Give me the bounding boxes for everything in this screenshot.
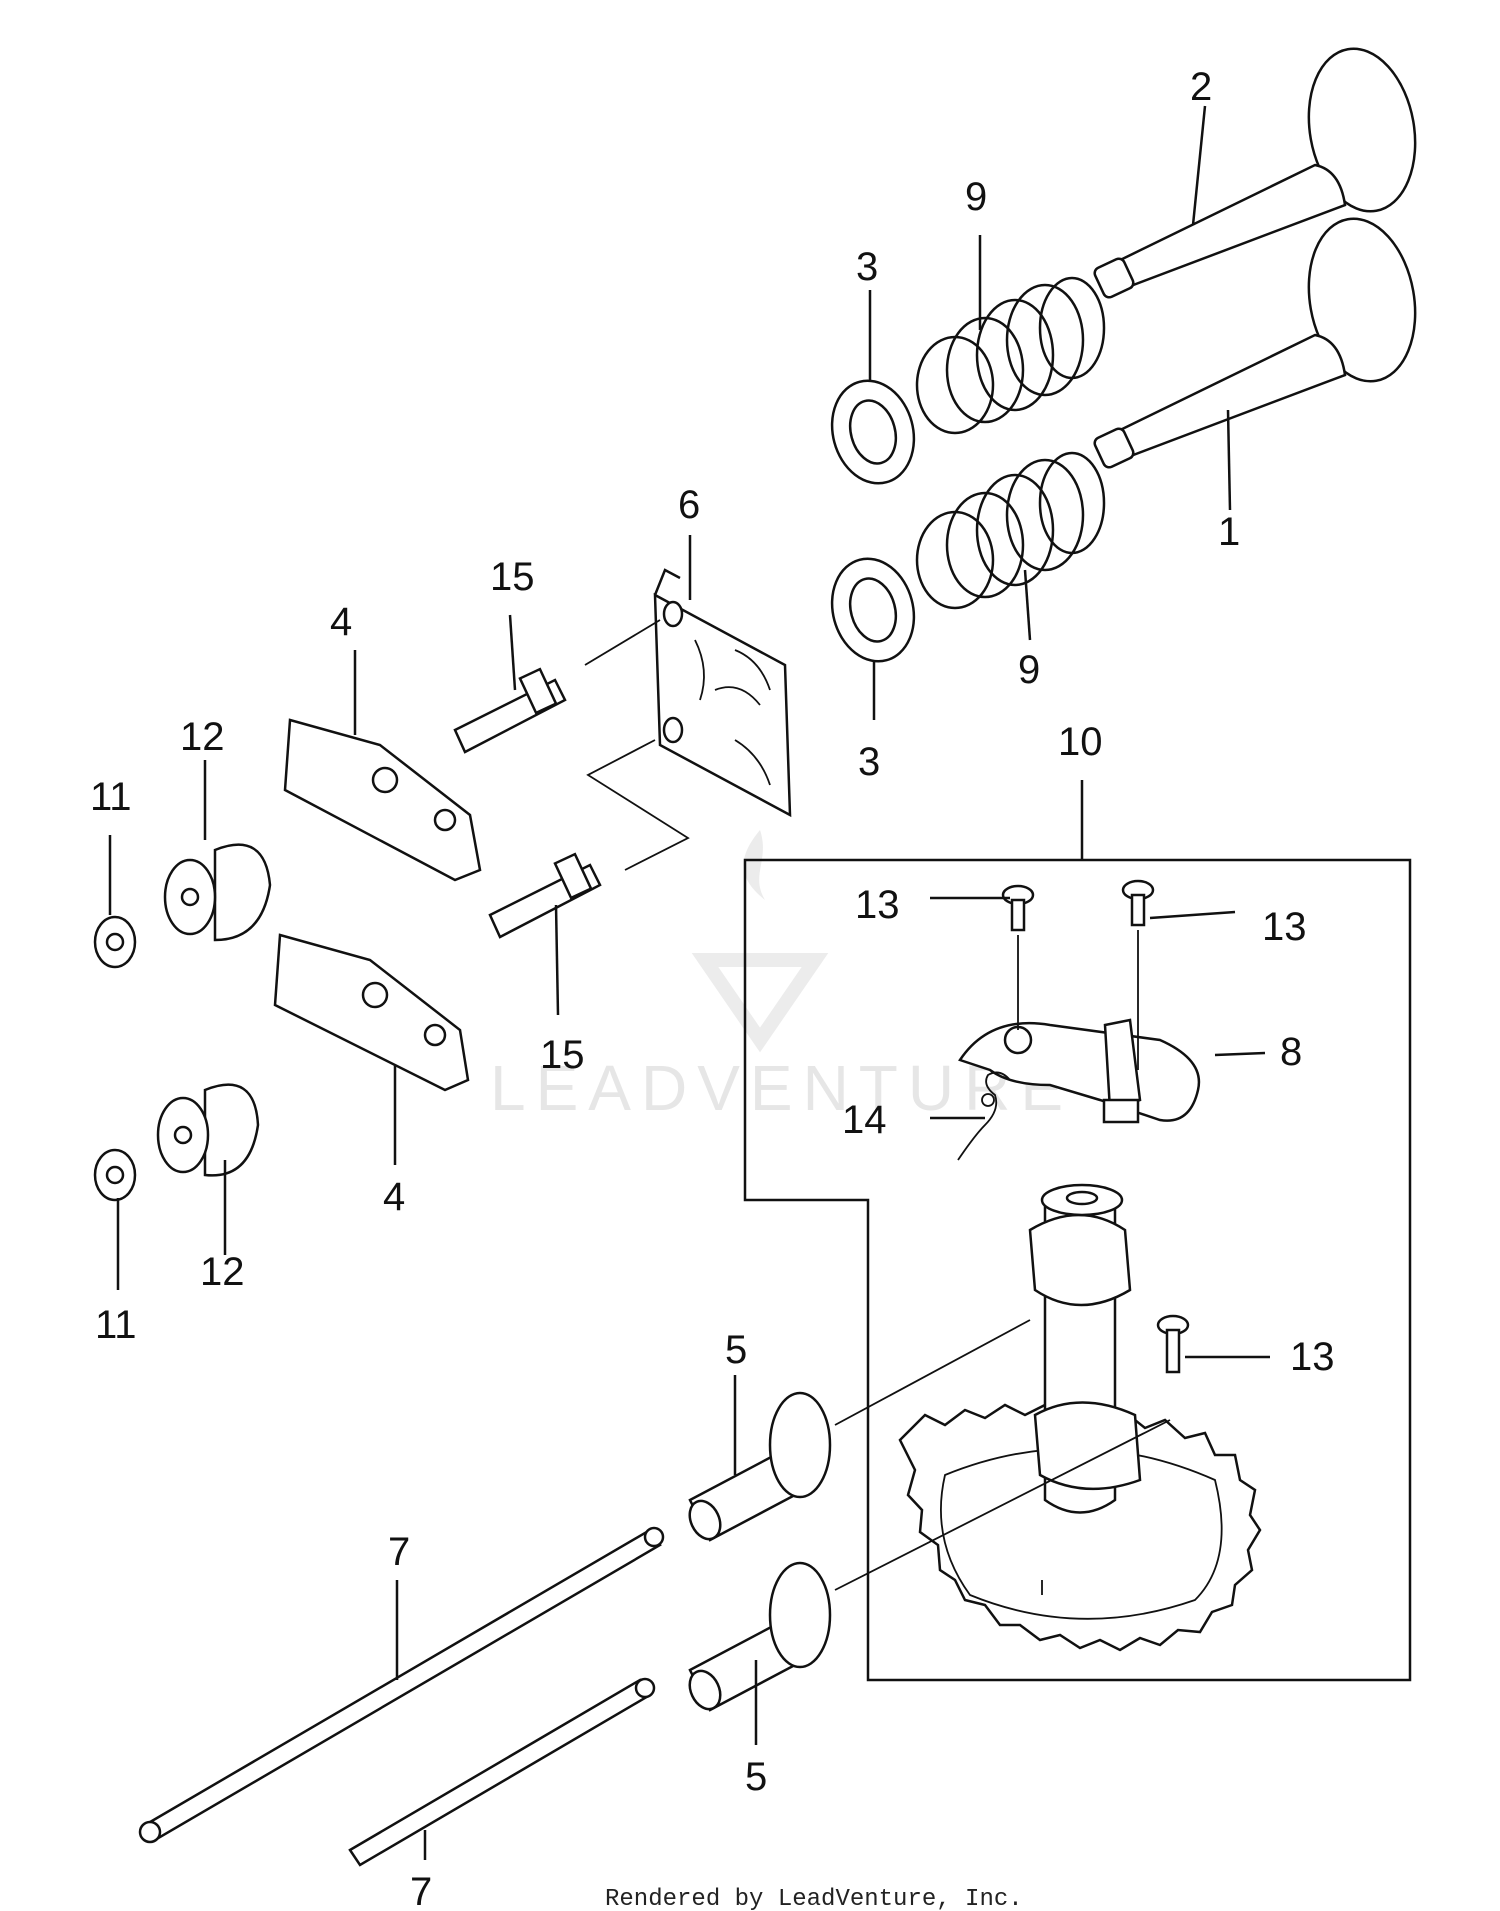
spring-9-lower (915, 451, 1106, 641)
label-15-upper: 15 (490, 555, 535, 599)
label-5-lower: 5 (745, 1755, 767, 1799)
label-12-upper: 12 (180, 715, 225, 759)
retainer-3-lower (830, 557, 916, 720)
label-3-upper: 3 (856, 245, 878, 289)
guide-plate-6 (653, 535, 792, 818)
leadventure-watermark: LEADVENTURE (490, 830, 1073, 1124)
label-7-lower: 7 (410, 1870, 432, 1911)
tappet-5-lower (688, 1419, 1171, 1745)
label-15-lower: 15 (540, 1033, 585, 1077)
label-1: 1 (1218, 510, 1240, 554)
label-13-right: 13 (1262, 905, 1307, 949)
label-13-lower: 13 (1290, 1335, 1335, 1379)
push-rod-7-upper (138, 1526, 665, 1844)
label-5-upper: 5 (725, 1328, 747, 1372)
label-9-lower: 9 (1018, 648, 1040, 692)
adjuster-12-upper (163, 760, 272, 942)
push-rod-7-lower (348, 1677, 656, 1867)
footer-credit: Rendered by LeadVenture, Inc. (605, 1886, 1023, 1911)
label-14: 14 (842, 1098, 887, 1142)
label-11-lower: 11 (95, 1303, 137, 1347)
pin-13-left (930, 884, 1035, 1030)
stud-15-upper (453, 614, 661, 754)
label-8: 8 (1280, 1030, 1302, 1074)
retainer-3-upper (830, 290, 916, 485)
spring-9-upper (915, 235, 1106, 435)
nut-11-upper (93, 835, 137, 969)
label-11-upper: 11 (90, 775, 132, 819)
label-9-upper: 9 (965, 175, 987, 219)
label-4-lower: 4 (383, 1175, 405, 1219)
label-6: 6 (678, 483, 700, 527)
governor-plate-8 (958, 1018, 1266, 1124)
tappet-5-upper (688, 1319, 1031, 1542)
label-2: 2 (1190, 65, 1212, 109)
pin-13-right (1121, 879, 1236, 1070)
valve-1 (1093, 217, 1417, 511)
label-7-upper: 7 (388, 1530, 410, 1574)
nut-11-lower (93, 1148, 137, 1290)
label-12-lower: 12 (200, 1250, 245, 1294)
valve-2 (1093, 47, 1417, 299)
adjuster-12-lower (156, 1083, 260, 1255)
rocker-arm-4-upper (283, 650, 482, 882)
label-13-left: 13 (855, 883, 900, 927)
label-10: 10 (1058, 720, 1103, 764)
label-3-lower: 3 (858, 740, 880, 784)
camshaft-gear (898, 1183, 1262, 1652)
label-4-upper: 4 (330, 600, 352, 644)
governor-spring-14 (930, 1071, 1011, 1161)
rocker-arm-4-lower (273, 933, 470, 1165)
stud-15-lower (488, 739, 690, 1016)
watermark-text: LEADVENTURE (490, 1052, 1073, 1124)
assembly-10-box (743, 858, 1412, 1682)
pin-13-lower (1156, 1314, 1270, 1374)
